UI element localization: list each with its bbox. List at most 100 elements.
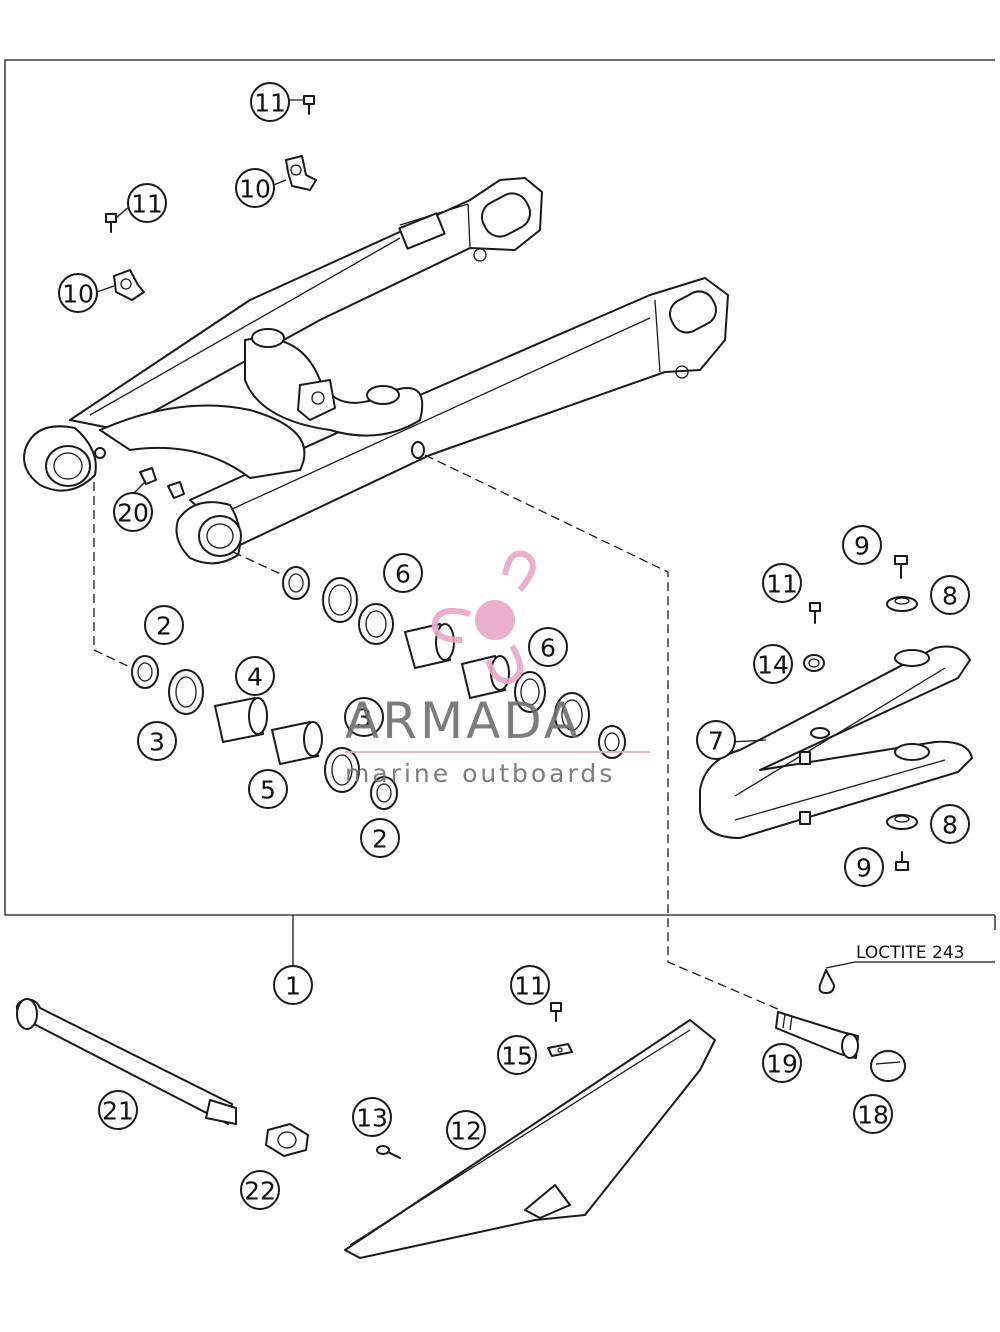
screw-13 — [376, 1145, 401, 1159]
callout-c13: 13 — [352, 1097, 392, 1137]
callout-label: 3 — [356, 704, 372, 733]
watermark-tagline: marine outboards — [345, 759, 615, 788]
callout-label: 9 — [856, 854, 872, 883]
callout-c2b: 2 — [360, 818, 400, 858]
callout-circle — [383, 553, 423, 593]
callout-circle — [930, 804, 970, 844]
screw-11-left — [105, 213, 117, 233]
screw-11-lower — [550, 1002, 562, 1022]
callout-c21: 21 — [98, 1090, 138, 1130]
callout-c9b: 9 — [844, 847, 884, 887]
callout-circle — [127, 183, 167, 223]
callout-circle — [352, 1097, 392, 1137]
callout-label: 12 — [450, 1117, 482, 1146]
callout-circle — [98, 1090, 138, 1130]
callout-circle — [235, 168, 275, 208]
clip-10-top — [285, 155, 317, 191]
callout-label: 6 — [540, 634, 556, 663]
callout-c11c: 11 — [762, 563, 802, 603]
callout-circle — [250, 82, 290, 122]
callout-c11a: 11 — [250, 82, 290, 122]
loctite-drop — [818, 969, 835, 994]
callout-c6a: 6 — [383, 553, 423, 593]
callout-c4: 4 — [235, 656, 275, 696]
callout-circle — [240, 1170, 280, 1210]
callout-circle — [360, 818, 400, 858]
callout-circle — [842, 525, 882, 565]
callout-label: 5 — [260, 776, 276, 805]
callout-label: 2 — [372, 825, 388, 854]
callout-label: 13 — [356, 1104, 388, 1133]
clip-10-left — [113, 269, 145, 301]
callout-circle — [137, 721, 177, 761]
callout-circle — [273, 965, 313, 1005]
callout-label: 2 — [156, 612, 172, 641]
bearing-parts — [131, 566, 626, 810]
callout-c11b: 11 — [127, 183, 167, 223]
callout-label: 15 — [501, 1042, 533, 1071]
axle-nut-22 — [265, 1123, 309, 1157]
callout-circle — [762, 1043, 802, 1083]
callout-circle — [113, 492, 153, 532]
callout-c11d: 11 — [510, 965, 550, 1005]
callout-label: 11 — [131, 190, 163, 219]
callout-circle — [235, 656, 275, 696]
callout-c8b: 8 — [930, 804, 970, 844]
callout-label: 10 — [239, 175, 271, 204]
loctite-note: LOCTITE 243 — [825, 943, 995, 969]
callout-c5: 5 — [248, 769, 288, 809]
callout-circle — [344, 697, 384, 737]
assembly-line-left — [93, 482, 133, 669]
chain-slider-7 — [699, 645, 973, 839]
armada-logo-icon — [431, 550, 536, 684]
callout-c1: 1 — [273, 965, 313, 1005]
assembly-line-right — [424, 454, 781, 1011]
bolt-19 — [775, 1011, 859, 1059]
callout-c3a: 3 — [344, 697, 384, 737]
callout-label: 6 — [395, 560, 411, 589]
assembly-line-middle — [232, 551, 286, 577]
callout-circle — [446, 1110, 486, 1150]
callout-label: 11 — [766, 570, 798, 599]
swingarm-axle-21 — [15, 998, 237, 1125]
callout-circle — [528, 627, 568, 667]
callout-circle — [930, 575, 970, 615]
callout-circle — [58, 273, 98, 313]
callout-circle — [853, 1094, 893, 1134]
callout-c19: 19 — [762, 1043, 802, 1083]
callout-circle — [497, 1035, 537, 1075]
callout-c3b: 3 — [137, 721, 177, 761]
callout-label: 19 — [766, 1050, 798, 1079]
assembly-frame — [4, 59, 995, 916]
callout-c10b: 10 — [58, 273, 98, 313]
callout-circle — [762, 563, 802, 603]
spacer-15 — [547, 1043, 573, 1057]
cap-18 — [870, 1050, 906, 1082]
callout-label: 1 — [285, 972, 301, 1001]
callout-label: 8 — [942, 811, 958, 840]
callout-c2a: 2 — [144, 605, 184, 645]
armada-watermark: ARMADA marine outboards — [345, 550, 650, 788]
callout-c9a: 9 — [842, 525, 882, 565]
chain-guard-12 — [344, 1019, 716, 1259]
callout-label: 20 — [117, 499, 149, 528]
callout-circle — [144, 605, 184, 645]
watermark-brand: ARMADA — [345, 692, 581, 750]
swingarm — [23, 177, 729, 565]
callout-circle — [753, 644, 793, 684]
callout-label: 8 — [942, 582, 958, 611]
callout-label: 10 — [62, 280, 94, 309]
callout-label: 14 — [757, 651, 789, 680]
callout-label: 9 — [854, 532, 870, 561]
callout-c22: 22 — [240, 1170, 280, 1210]
callout-label: 3 — [149, 728, 165, 757]
loctite-note-text: LOCTITE 243 — [856, 943, 965, 963]
callout-c15: 15 — [497, 1035, 537, 1075]
callout-c14: 14 — [753, 644, 793, 684]
callout-label: 7 — [708, 727, 724, 756]
callout-circle — [696, 720, 736, 760]
screw-11-top — [303, 95, 315, 115]
callout-circle — [248, 769, 288, 809]
